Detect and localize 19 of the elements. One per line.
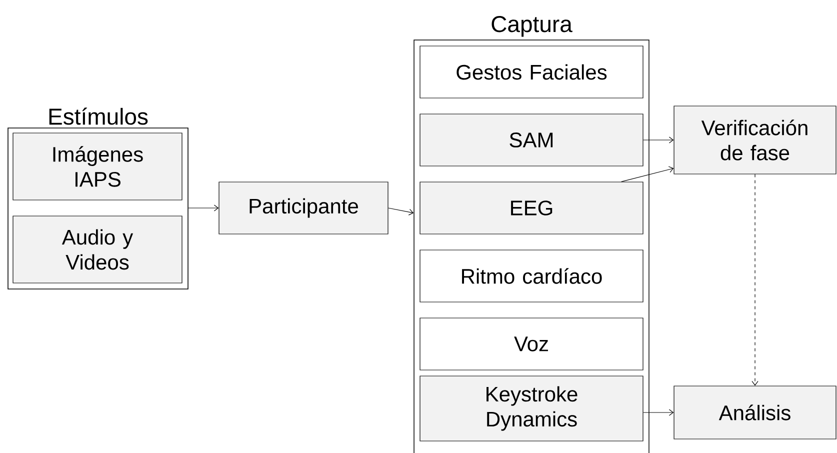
process-box: Participante [218,182,388,234]
arrow [643,409,674,416]
group-heading: Captura [492,16,572,37]
arrow [643,136,674,144]
process-box: Análisis [674,386,836,440]
process-box: Gestos Faciales [420,46,644,98]
process-box: Voz [420,318,644,370]
arrow [388,208,414,216]
process-box: Imágenes IAPS [12,132,182,200]
arrow [188,204,219,212]
process-box: Keystroke Dynamics [420,376,644,442]
arrow [621,166,674,182]
process-box: EEG [420,182,644,234]
process-box: Ritmo cardíaco [420,250,644,302]
process-box: Audio y Videos [12,216,182,284]
group-heading: Estímulos [49,108,148,125]
process-box: Verificación de fase [674,106,836,174]
process-box: SAM [420,114,644,166]
arrow [752,174,758,386]
